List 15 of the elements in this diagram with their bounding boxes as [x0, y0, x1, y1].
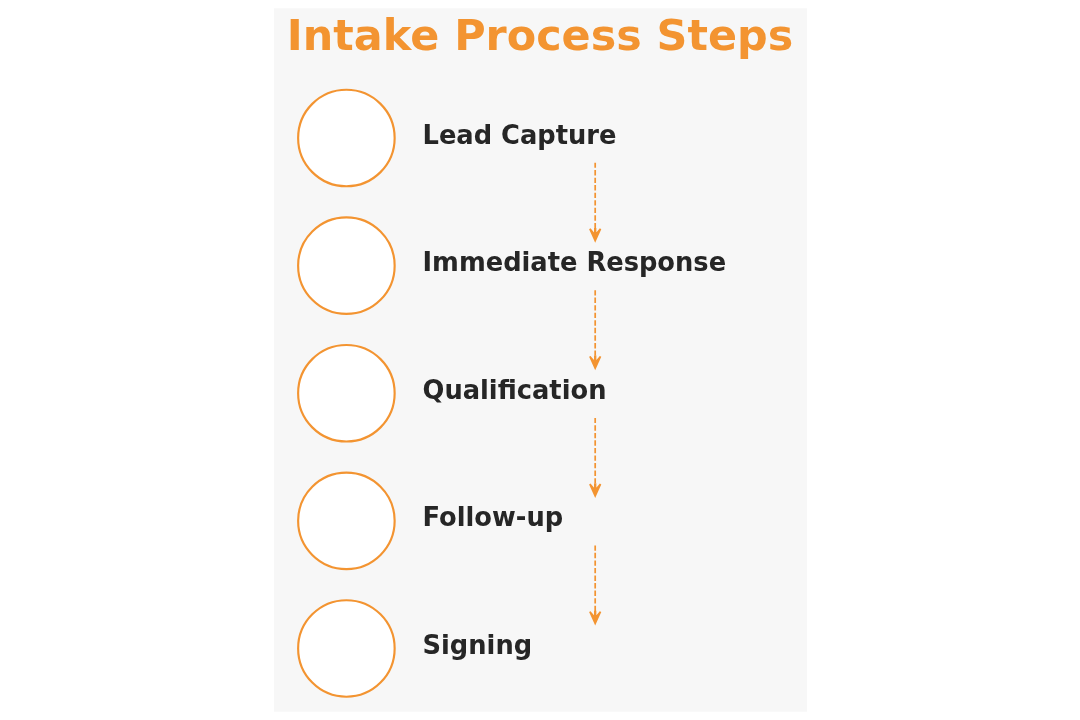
arrow — [588, 161, 601, 242]
diagram-title: Intake Process Steps — [286, 10, 793, 61]
arrow — [588, 289, 601, 370]
node-circle — [296, 471, 396, 571]
node-circle — [296, 88, 396, 188]
node-text: Qualification — [422, 374, 606, 405]
node-text: Immediate Response — [422, 247, 726, 278]
arrow — [588, 417, 601, 497]
node-text: Signing — [422, 630, 532, 661]
node-text: Follow-up — [422, 502, 563, 533]
node-circle — [296, 216, 396, 315]
node-text: Lead Capture — [422, 119, 616, 150]
node-circle — [296, 599, 396, 698]
node-circle — [296, 343, 396, 443]
arrow — [588, 544, 601, 625]
